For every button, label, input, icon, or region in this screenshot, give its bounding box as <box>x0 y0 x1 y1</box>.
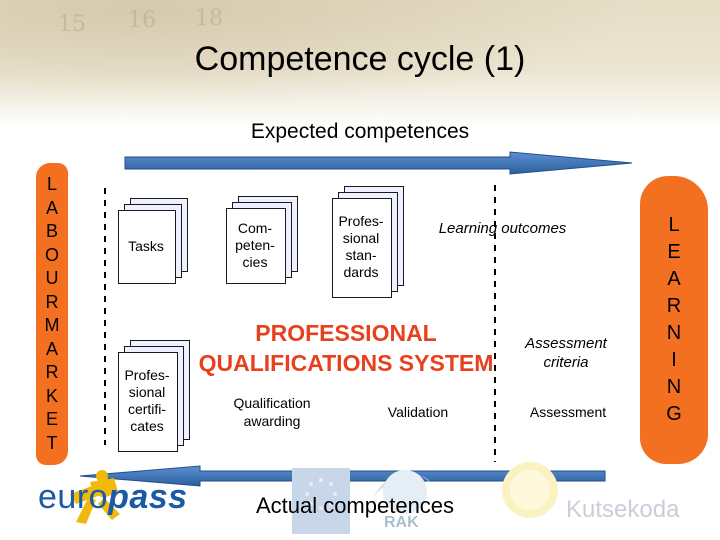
expected-competences-label: Expected competences <box>250 120 470 143</box>
standards-label-line: sional <box>342 230 380 246</box>
logos-layer <box>70 462 558 534</box>
europass-logo-pass: pass <box>108 478 188 516</box>
learning-letter: N <box>666 322 682 344</box>
labour-market-letter: R <box>45 291 59 312</box>
rak-logo-icon <box>372 470 432 514</box>
pqs-title-line: QUALIFICATIONS SYSTEM <box>198 350 494 376</box>
assessment-criteria-line: criteria <box>543 354 589 371</box>
kutsekoda-sun-icon <box>502 462 558 518</box>
europass-logo-euro: euro <box>38 478 109 516</box>
learning-letter: E <box>667 241 681 263</box>
learning-letter: R <box>666 295 682 317</box>
kutsekoda-logo-text: Kutsekoda <box>566 496 680 523</box>
slide-title: Competence cycle (1) <box>194 40 526 78</box>
learning-outcomes-label: Learning outcomes <box>438 220 567 237</box>
learning-letter: I <box>671 349 677 371</box>
labour-market-letter: O <box>44 244 59 265</box>
competencies-label-line: peten- <box>235 236 275 253</box>
certificates-label-line: cates <box>130 418 164 434</box>
certificates-label-line: Profes- <box>124 367 170 383</box>
pqs-title-line: PROFESSIONAL <box>255 320 437 346</box>
validation-label: Validation <box>387 404 449 420</box>
standards-label-line: Profes- <box>338 213 384 229</box>
banner-decoration: 18 <box>195 6 223 31</box>
pqs-title: PROFESSIONAL QUALIFICATIONS SYSTEM <box>196 318 496 378</box>
banner-decoration: 16 <box>128 8 156 33</box>
labour-market-letter: M <box>44 315 60 335</box>
competencies-label-line: cies <box>242 253 268 270</box>
labour-market-letter: U <box>45 268 59 288</box>
expected-competences-arrow <box>124 151 633 175</box>
competencies-label-line: Com- <box>237 219 273 236</box>
labour-market-letter: L <box>46 174 57 194</box>
standards-label-line: stan- <box>345 247 377 263</box>
labour-market-letter: E <box>45 409 58 429</box>
qualification-awarding-line: awarding <box>243 413 301 429</box>
competencies-card-stack: Com- peten- cies <box>226 196 298 286</box>
header-banner-shade <box>0 0 720 128</box>
labour-market-letter: A <box>45 338 58 359</box>
banner-decoration: 15 <box>58 12 86 37</box>
labour-market-letter: B <box>45 221 58 241</box>
assessment-criteria-line: Assessment <box>525 335 607 352</box>
qualification-awarding-label: Qualification awarding <box>220 394 324 430</box>
europass-logo: europass <box>38 478 188 517</box>
standards-label-line: dards <box>343 264 379 280</box>
actual-competences-label: Actual competences <box>255 493 455 518</box>
certificates-label-line: certifi- <box>127 401 167 417</box>
labour-market-letter: R <box>45 362 59 382</box>
rak-logo-text: RAK <box>384 514 419 531</box>
learning-letter: L <box>668 214 680 236</box>
professional-certificates-card-stack: Profes- sional certifi- cates <box>118 340 190 454</box>
learning-letter: G <box>666 403 682 425</box>
labour-market-letter: K <box>45 385 58 406</box>
certificates-label-line: sional <box>128 384 166 400</box>
labour-market-letter: A <box>45 197 58 218</box>
europass-figure-icon <box>70 470 120 524</box>
professional-standards-card-stack: Profes- sional stan- dards <box>332 186 404 300</box>
tasks-card-stack: Tasks <box>118 198 188 284</box>
labour-market-letter: T <box>46 432 58 453</box>
labour-market-column: L A B O U R M A R K E T <box>36 163 68 465</box>
learning-letter: A <box>667 268 681 290</box>
tasks-label: Tasks <box>128 237 164 254</box>
assessment-criteria-label: Assessment criteria <box>510 334 622 372</box>
learning-letter: N <box>666 376 682 398</box>
learning-column: L E A R N I N G <box>640 176 708 464</box>
qualification-awarding-line: Qualification <box>233 395 311 411</box>
assessment-label: Assessment <box>529 404 607 420</box>
